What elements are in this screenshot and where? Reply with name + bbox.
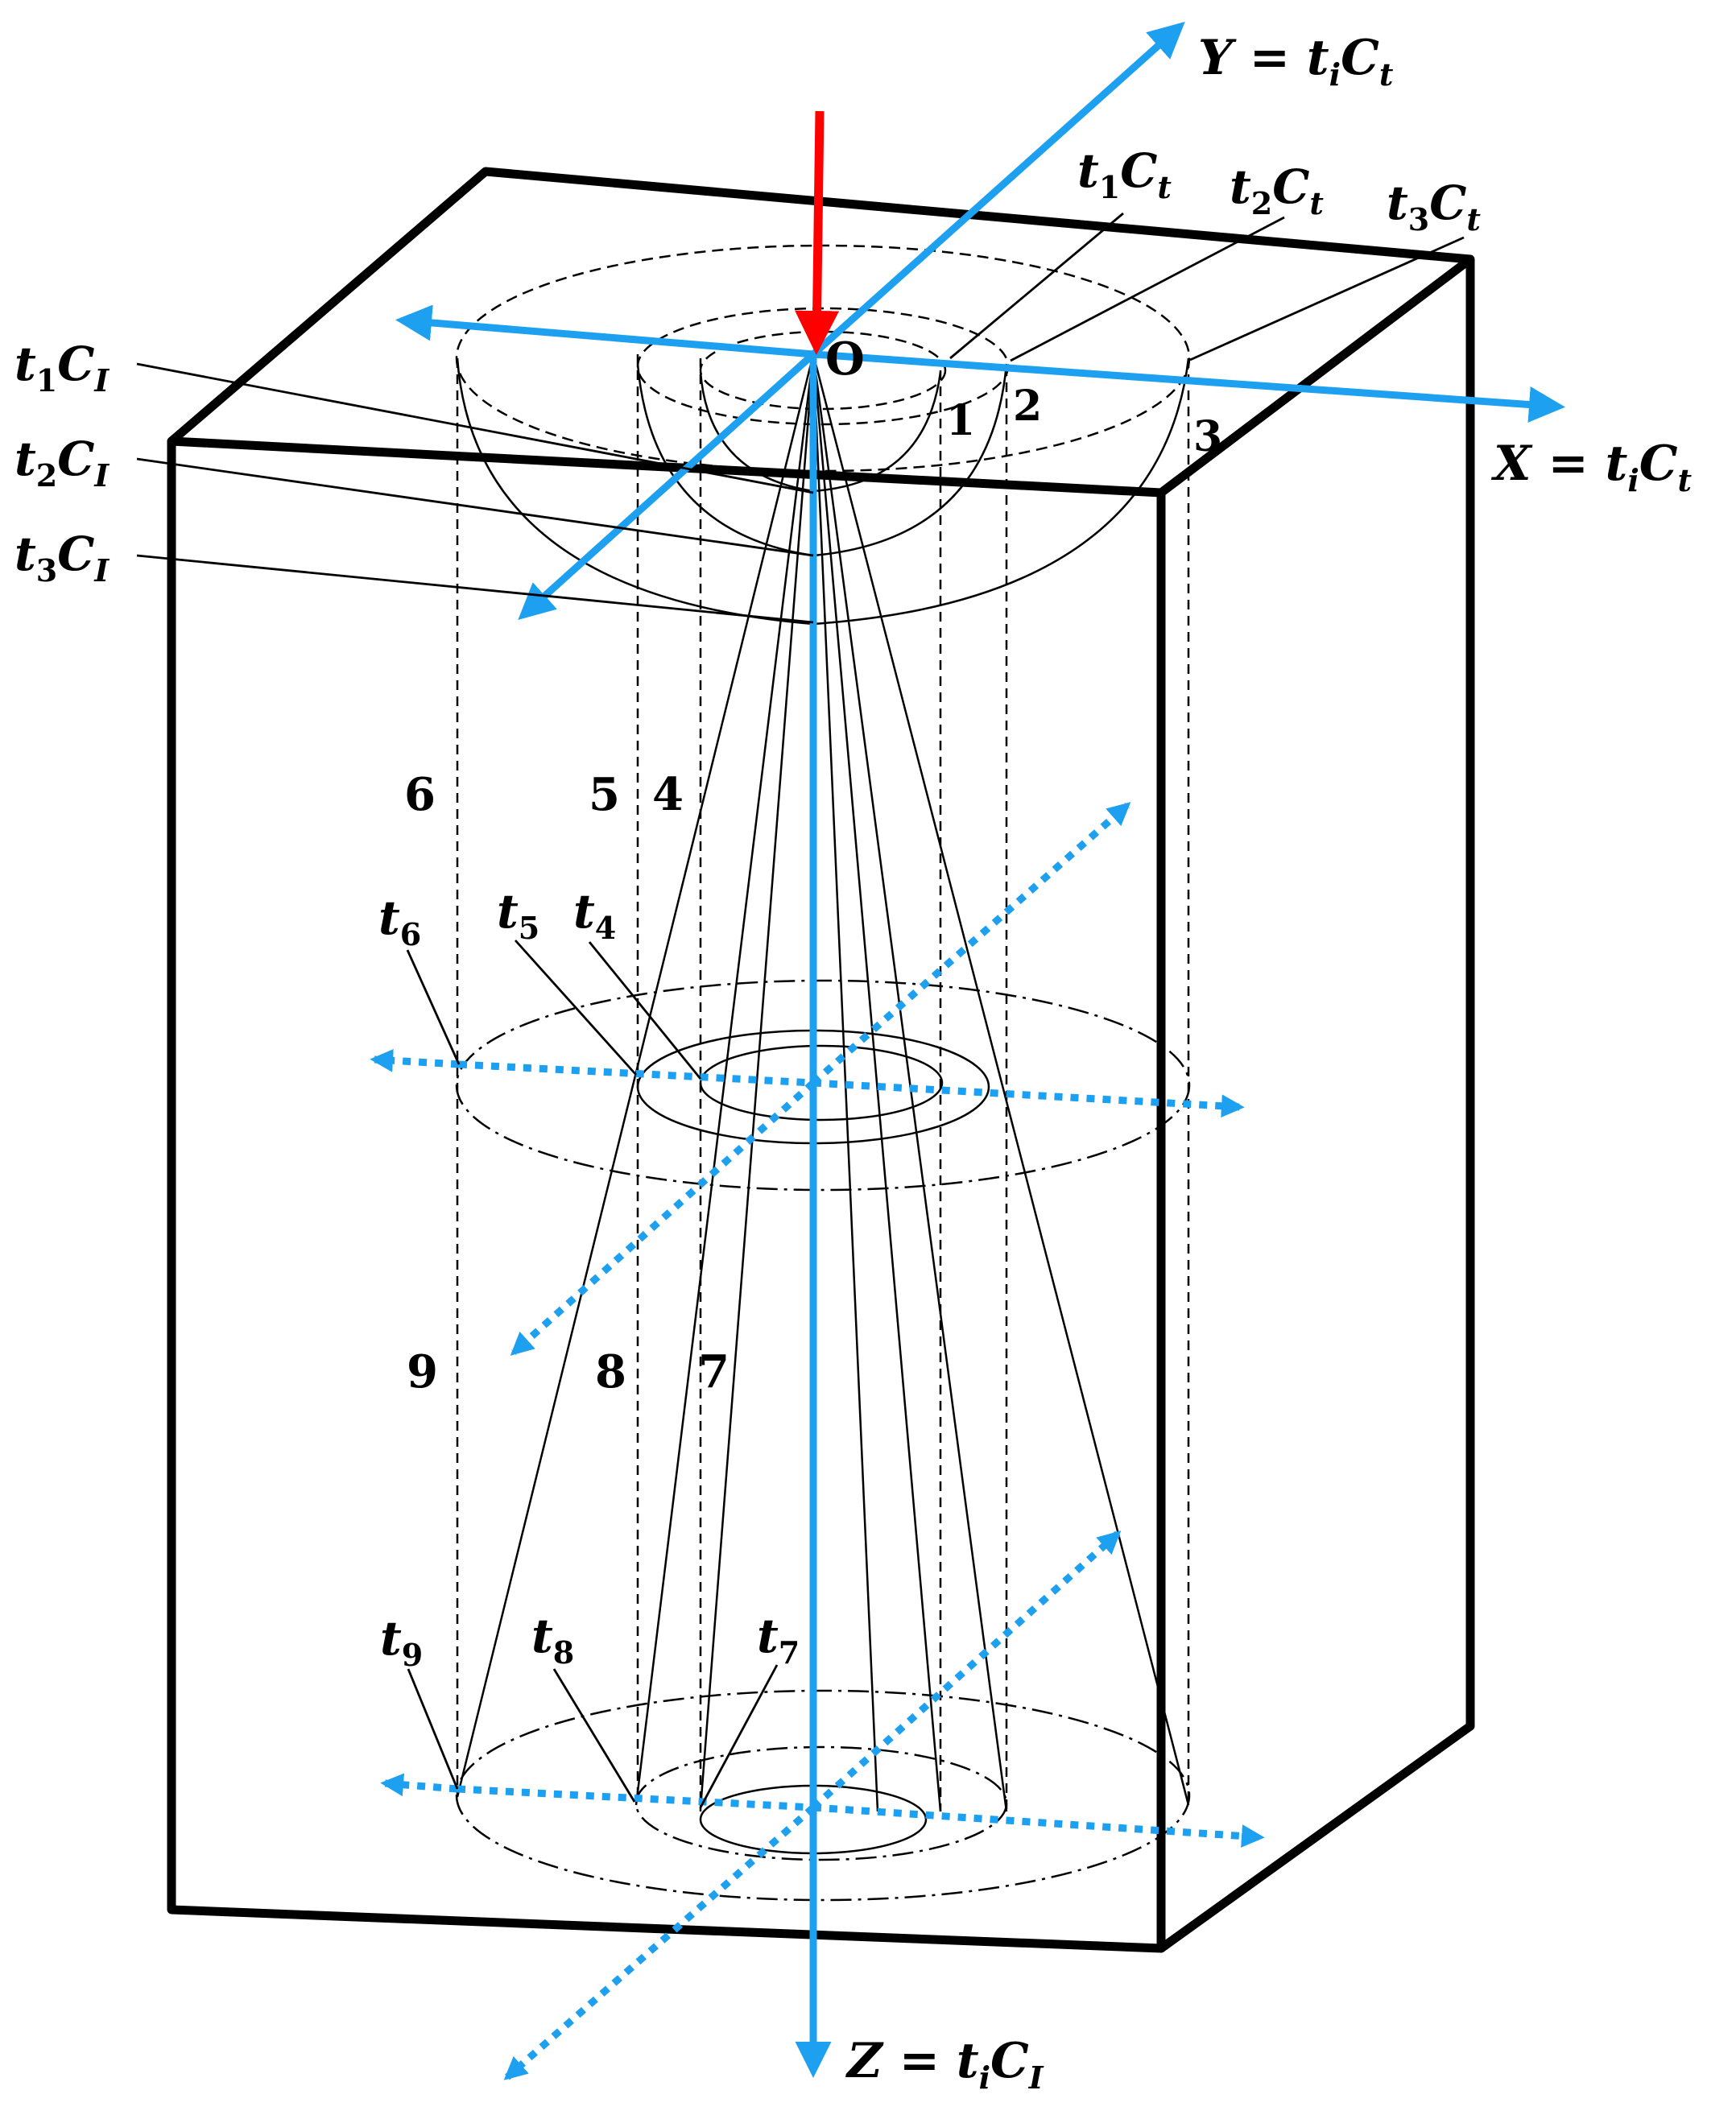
x-axis-label: X = tiCt bbox=[1490, 436, 1693, 498]
point-label-t6: t6 bbox=[378, 890, 421, 952]
top-callout-2: t2Ct bbox=[1230, 159, 1324, 221]
mid-ring-outer bbox=[455, 979, 1191, 1192]
cone-lines bbox=[456, 353, 1190, 1812]
mid-dotted-x-right bbox=[812, 1079, 1245, 1118]
region-number-6: 6 bbox=[404, 768, 436, 821]
region-number-1: 1 bbox=[946, 396, 975, 445]
leader-top-1 bbox=[949, 212, 1124, 360]
mid-dotted-y-lower bbox=[510, 1080, 816, 1356]
z-axis-label: Z = tiCI bbox=[845, 2033, 1044, 2096]
point-label-t8: t8 bbox=[531, 1609, 574, 1671]
cone-line-t6 bbox=[812, 353, 1190, 1806]
cone-line-t5 bbox=[812, 353, 1008, 1812]
leader-t6 bbox=[406, 949, 461, 1065]
region-number-9: 9 bbox=[407, 1345, 438, 1398]
left-callout-1: t1CI bbox=[14, 337, 110, 399]
bot-dotted-x-left bbox=[380, 1773, 458, 1797]
mid-plane-rings bbox=[455, 979, 1191, 1192]
region-number-3: 3 bbox=[1193, 412, 1222, 461]
main-axes bbox=[395, 21, 1565, 2078]
bot-dotted-x-right bbox=[812, 1803, 1265, 1848]
x-axis-positive bbox=[812, 350, 1565, 423]
leader-left-1 bbox=[136, 362, 814, 494]
cone-line-t9 bbox=[456, 353, 815, 1798]
point-label-t4: t4 bbox=[573, 884, 616, 946]
bottom-plane-rings bbox=[455, 1689, 1191, 1902]
region-number-5: 5 bbox=[589, 768, 620, 821]
bottom-ring-outer bbox=[455, 1689, 1191, 1902]
leader-t4 bbox=[588, 941, 702, 1080]
leader-left-2 bbox=[136, 457, 814, 557]
x-axis-negative bbox=[395, 304, 814, 358]
mid-dotted-y-upper bbox=[811, 802, 1131, 1086]
leader-t8 bbox=[552, 1668, 636, 1803]
cone-line-t8 bbox=[634, 353, 815, 1806]
region-number-7: 7 bbox=[698, 1345, 730, 1398]
region-number-8: 8 bbox=[595, 1345, 626, 1398]
left-callout-2: t2CI bbox=[14, 432, 110, 494]
leader-lines bbox=[136, 212, 1465, 1808]
region-number-2: 2 bbox=[1013, 382, 1042, 431]
cone-line-t7 bbox=[699, 353, 815, 1809]
surface-ring-1 bbox=[699, 330, 947, 411]
box-front-face bbox=[167, 436, 1166, 1953]
point-label-t7: t7 bbox=[757, 1609, 800, 1671]
top-callout-1: t1Ct bbox=[1077, 143, 1172, 205]
leader-t7 bbox=[699, 1664, 779, 1808]
mid-ring-inner bbox=[699, 1044, 944, 1122]
load-arrow bbox=[795, 110, 840, 355]
y-axis-label: Y = tiCt bbox=[1198, 30, 1394, 93]
left-callout-3: t3CI bbox=[14, 527, 110, 589]
mid-dotted-x-left bbox=[370, 1048, 460, 1072]
leader-top-3 bbox=[1189, 236, 1465, 361]
region-number-4: 4 bbox=[652, 768, 684, 821]
point-label-t9: t9 bbox=[380, 1611, 423, 1673]
bot-dotted-x-center bbox=[457, 1785, 814, 1811]
origin-label: O bbox=[825, 333, 865, 386]
leader-left-3 bbox=[136, 554, 814, 624]
cone-line-t4 bbox=[812, 353, 942, 1812]
dotted-axes bbox=[370, 802, 1265, 2080]
leader-t5 bbox=[514, 940, 638, 1076]
bot-dotted-y-lower bbox=[503, 1804, 816, 2080]
point-label-t5: t5 bbox=[497, 884, 539, 946]
box-top-face bbox=[168, 167, 1475, 497]
cone-line-a bbox=[812, 353, 879, 1812]
bot-dotted-y-upper bbox=[810, 1530, 1122, 1811]
leader-top-2 bbox=[1010, 216, 1285, 362]
y-axis-negative bbox=[518, 351, 816, 621]
y-axis-positive bbox=[810, 21, 1185, 357]
bottom-ring-middle bbox=[634, 1745, 1008, 1861]
top-callout-3: t3Ct bbox=[1387, 176, 1481, 238]
leader-t9 bbox=[407, 1668, 459, 1790]
box-right-face bbox=[1158, 259, 1475, 1952]
block-box bbox=[167, 167, 1475, 1953]
